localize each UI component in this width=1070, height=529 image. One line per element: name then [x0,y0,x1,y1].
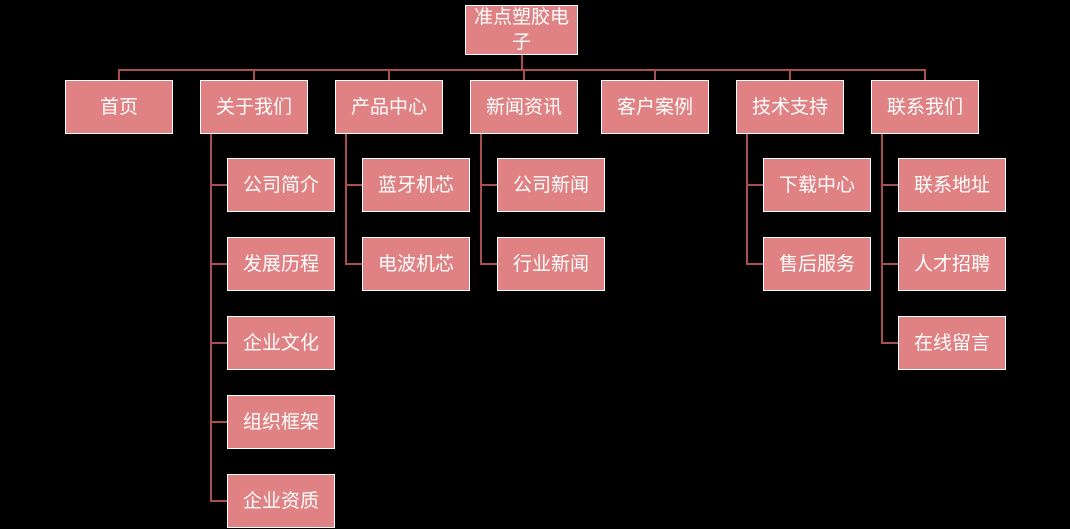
connector-line [345,134,347,265]
connector-line [480,134,482,265]
connector-line [924,71,926,80]
connector-line [253,71,255,80]
level2-node[interactable]: 下载中心 [763,158,871,212]
connector-line [654,71,656,80]
level1-node[interactable]: 产品中心 [335,80,443,134]
connector-line [345,263,362,265]
connector-line [881,184,898,186]
level1-node[interactable]: 联系我们 [871,80,979,134]
level2-node[interactable]: 企业文化 [227,316,335,370]
level1-node[interactable]: 关于我们 [200,80,308,134]
connector-line [388,71,390,80]
connector-line [210,421,227,423]
connector-line [210,500,227,502]
level2-node[interactable]: 电波机芯 [362,237,470,291]
connector-line [881,342,898,344]
level2-node[interactable]: 蓝牙机芯 [362,158,470,212]
connector-line [789,71,791,80]
connector-line [345,184,362,186]
level1-node[interactable]: 首页 [65,80,173,134]
level1-node[interactable]: 客户案例 [601,80,709,134]
connector-line [881,263,898,265]
connector-line [118,71,120,80]
connector-line [746,134,748,265]
connector-line [118,69,926,71]
connector-line [210,263,227,265]
connector-line [523,71,525,80]
connector-line [210,342,227,344]
connector-line [521,55,523,71]
level2-node[interactable]: 企业资质 [227,474,335,528]
level2-node[interactable]: 公司新闻 [497,158,605,212]
level1-node[interactable]: 技术支持 [736,80,844,134]
level1-node[interactable]: 新闻资讯 [470,80,578,134]
level2-node[interactable]: 联系地址 [898,158,1006,212]
connector-line [881,134,883,344]
level2-node[interactable]: 发展历程 [227,237,335,291]
connector-line [480,184,497,186]
connector-line [480,263,497,265]
level2-node[interactable]: 在线留言 [898,316,1006,370]
level2-node[interactable]: 人才招聘 [898,237,1006,291]
connector-line [210,134,212,502]
level2-node[interactable]: 行业新闻 [497,237,605,291]
connector-line [746,184,763,186]
root-node[interactable]: 准点塑胶电子 [465,5,578,55]
connector-line [210,184,227,186]
level2-node[interactable]: 售后服务 [763,237,871,291]
connector-line [746,263,763,265]
level2-node[interactable]: 公司简介 [227,158,335,212]
level2-node[interactable]: 组织框架 [227,395,335,449]
